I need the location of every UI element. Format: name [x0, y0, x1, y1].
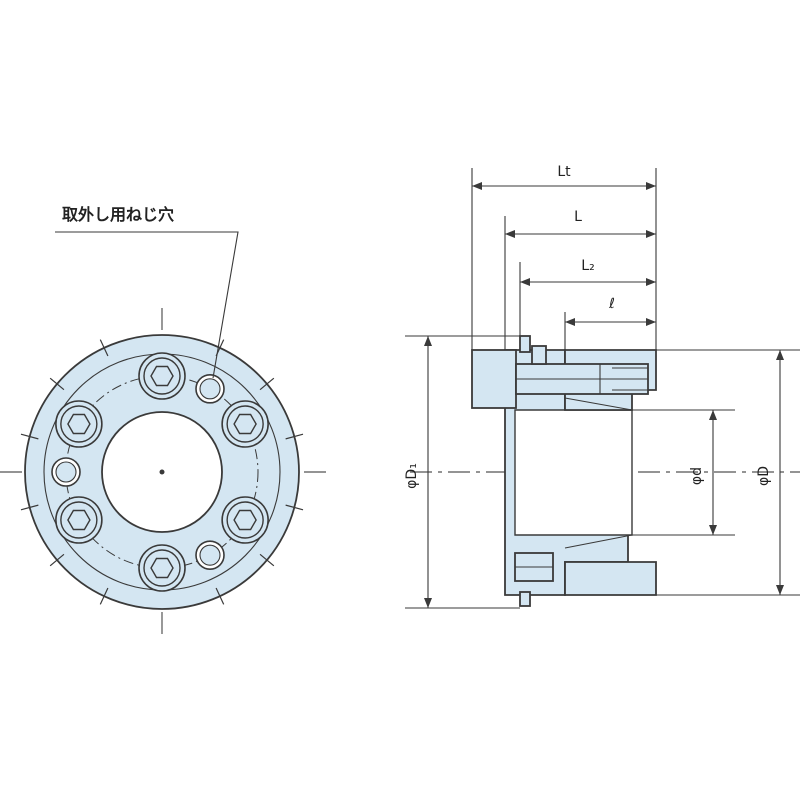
radial-tick [49, 377, 65, 391]
tapped-hole [195, 540, 225, 570]
callout-leader [55, 231, 239, 379]
dim-d-label: φD [756, 466, 772, 486]
bolt-head-section [471, 349, 517, 409]
tapped-hole [195, 374, 225, 404]
front-view: 取外し用ねじ穴 [0, 205, 330, 640]
radial-tick [99, 587, 109, 605]
radial-tick [99, 339, 109, 357]
clamp-ring-top [531, 345, 547, 365]
bore-section [514, 409, 633, 536]
socket-head-bolt [221, 496, 269, 544]
socket-head-bolt [55, 400, 103, 448]
bolt-group [55, 352, 269, 592]
radial-tick [285, 433, 304, 440]
radial-tick [49, 553, 65, 567]
removal-tapped-hole-callout: 取外し用ねじ穴 [62, 205, 174, 224]
radial-tick [285, 504, 304, 511]
socket-head-bolt [138, 544, 186, 592]
dim-d-small-label: φd [689, 467, 705, 485]
center-point [159, 469, 165, 475]
radial-tick [215, 587, 225, 605]
taper-line-top [564, 397, 633, 411]
radial-ticks [20, 339, 304, 605]
radial-tick [259, 377, 275, 391]
tapped-hole [51, 457, 81, 487]
socket-head-bolt [221, 400, 269, 448]
socket-head-bolt [138, 352, 186, 400]
dim-l-small-label: ℓ [608, 296, 615, 312]
taper-line-bottom [564, 534, 633, 549]
radial-tick [20, 433, 39, 440]
bolt-washer-top [519, 335, 531, 353]
side-view: Lt L L₂ ℓ φD₁ φd φD [404, 164, 800, 609]
radial-tick [259, 553, 275, 567]
removal-tapped-holes [51, 374, 225, 570]
dim-d1-label: φD₁ [404, 463, 420, 489]
dim-l2-label: L₂ [581, 258, 594, 274]
bolt-washer-bottom [519, 591, 531, 607]
socket-head-bolt [55, 496, 103, 544]
dim-lt-label: Lt [557, 164, 571, 180]
radial-tick [20, 504, 39, 511]
dim-l-label: L [574, 209, 582, 225]
flange-lower [564, 561, 657, 596]
